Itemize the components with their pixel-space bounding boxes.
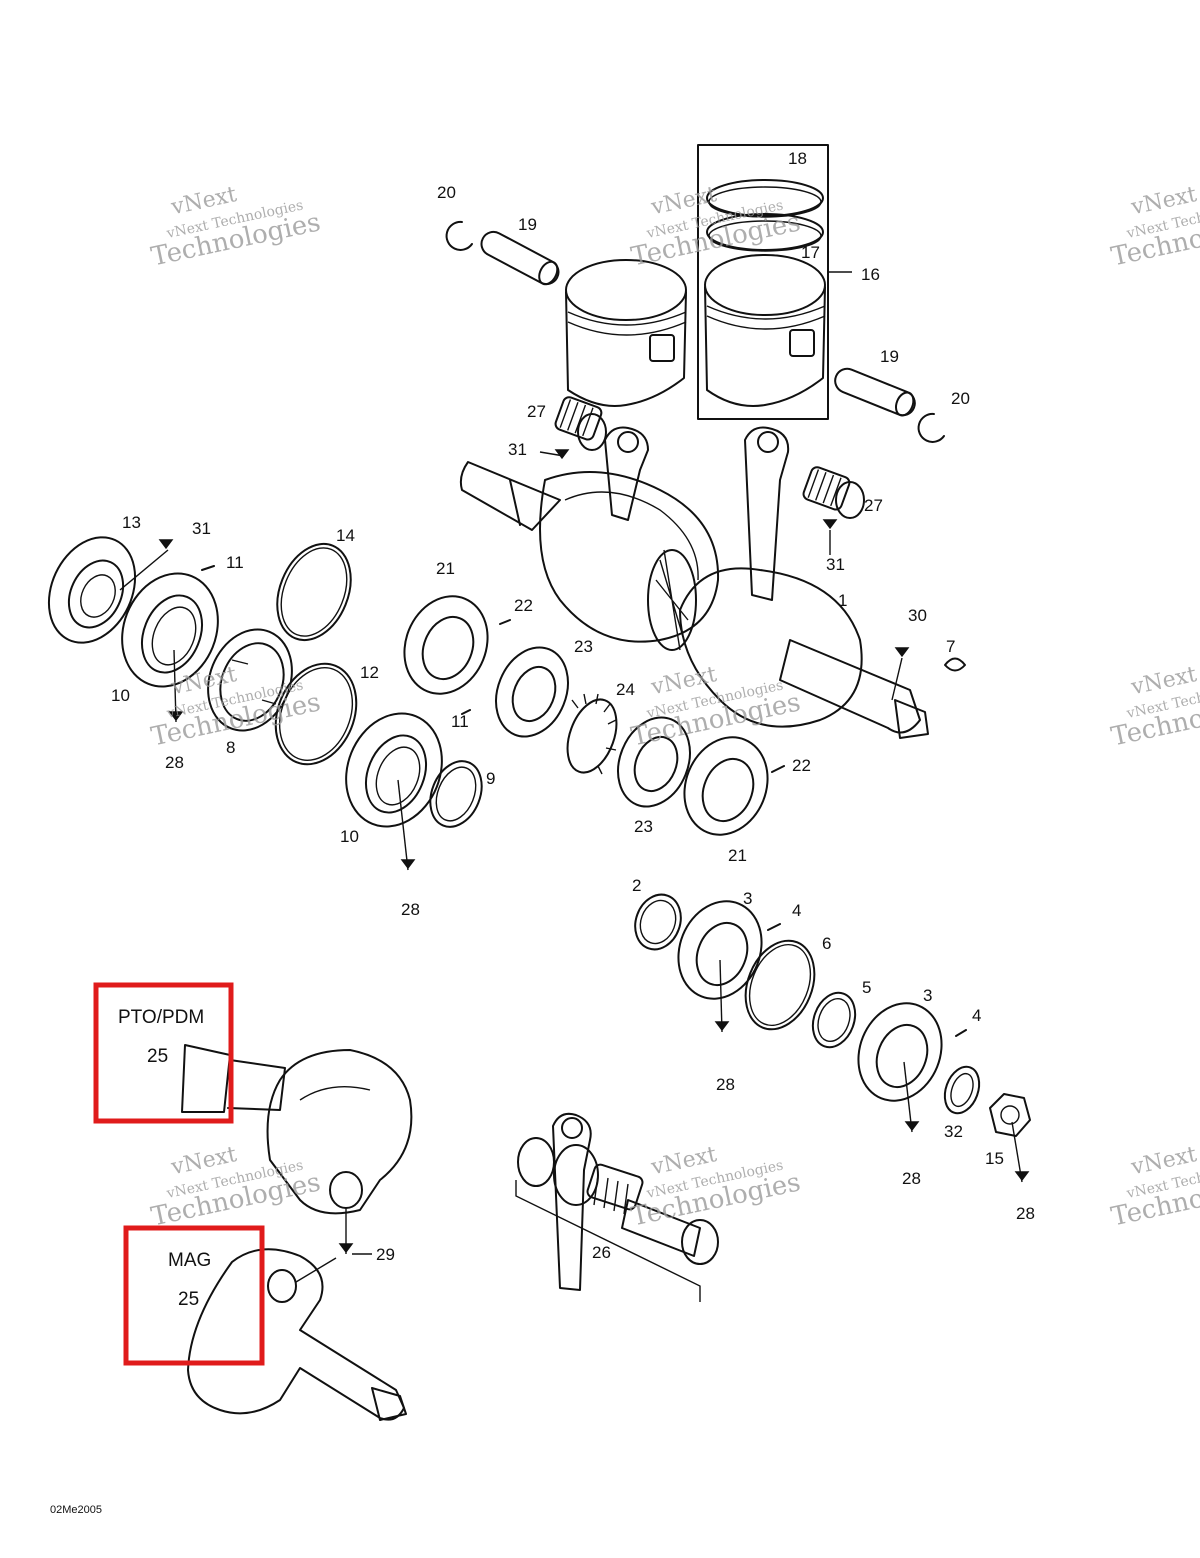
callout-title-pto: PTO/PDM <box>118 1007 204 1028</box>
part-label: 1 <box>838 591 847 610</box>
part-label: 23 <box>574 637 593 656</box>
part-label: 15 <box>985 1149 1004 1168</box>
crankshaft-assembly <box>459 396 966 739</box>
part-label: 9 <box>486 769 495 788</box>
part-label: 4 <box>792 901 801 920</box>
pto-side-bearings-and-seals <box>47 536 785 836</box>
part-label: 11 <box>451 712 469 731</box>
part-label: 10 <box>111 686 130 705</box>
part-label: 4 <box>972 1006 981 1025</box>
part-label: 19 <box>880 347 899 366</box>
watermarks: vNext vNext Technologies Technologies vN… <box>149 182 1200 1232</box>
part-label: 22 <box>514 596 533 615</box>
part-label: 14 <box>336 526 355 545</box>
part-label: 21 <box>436 559 455 578</box>
part-label: 17 <box>801 243 820 262</box>
part-label: 7 <box>946 637 955 656</box>
part-label: 31 <box>192 519 211 538</box>
part-label: 10 <box>340 827 359 846</box>
callout-number-mag: 25 <box>178 1289 199 1310</box>
part-label: 24 <box>616 680 635 699</box>
part-label: 22 <box>792 756 811 775</box>
part-label: 26 <box>592 1243 611 1262</box>
part-label: 18 <box>788 149 807 168</box>
part-label: 20 <box>951 389 970 408</box>
part-label: 23 <box>634 817 653 836</box>
part-label: 27 <box>864 496 883 515</box>
callout-number-pto: 25 <box>147 1046 168 1067</box>
part-label: 28 <box>902 1169 921 1188</box>
part-label: 28 <box>1016 1204 1035 1223</box>
highlight-box-mag <box>123 1225 265 1366</box>
part-label: 21 <box>728 846 747 865</box>
highlight-box-pto <box>93 982 234 1124</box>
connecting-rod-kit <box>515 1112 719 1302</box>
part-label: 11 <box>226 553 244 572</box>
part-label: 3 <box>743 889 752 908</box>
piston-group-bracket <box>697 144 829 420</box>
piston-assembly-right <box>697 144 945 443</box>
part-label: 12 <box>360 663 379 682</box>
crankshaft-halves <box>181 1044 413 1421</box>
part-label: 31 <box>508 440 527 459</box>
part-label: 20 <box>437 183 456 202</box>
part-label: 5 <box>862 978 871 997</box>
part-label: 6 <box>822 934 831 953</box>
lubrication-markers <box>158 449 1030 1254</box>
part-labels: 20 19 18 17 16 19 20 27 31 27 31 13 31 1… <box>111 149 1035 1264</box>
part-label: 27 <box>527 402 546 421</box>
drawing-code: 02Me2005 <box>50 1504 102 1516</box>
part-label: 31 <box>826 555 845 574</box>
callout-title-mag: MAG <box>168 1250 211 1271</box>
mag-side-bearings-and-seals <box>634 893 1031 1137</box>
part-label: 16 <box>861 265 880 284</box>
part-label: 29 <box>376 1245 395 1264</box>
part-label: 28 <box>165 753 184 772</box>
part-label: 3 <box>923 986 932 1005</box>
part-label: 2 <box>632 876 641 895</box>
part-label: 28 <box>401 900 420 919</box>
part-label: 13 <box>122 513 141 532</box>
part-label: 28 <box>716 1075 735 1094</box>
piston-assembly-left <box>445 220 687 407</box>
part-label: 30 <box>908 606 927 625</box>
callout-pto: PTO/PDM 25 <box>93 982 234 1124</box>
callout-mag: MAG 25 <box>123 1225 265 1366</box>
part-label: 8 <box>226 738 235 757</box>
part-label: 32 <box>944 1122 963 1141</box>
leader-lines <box>119 451 1023 1283</box>
part-label: 19 <box>518 215 537 234</box>
